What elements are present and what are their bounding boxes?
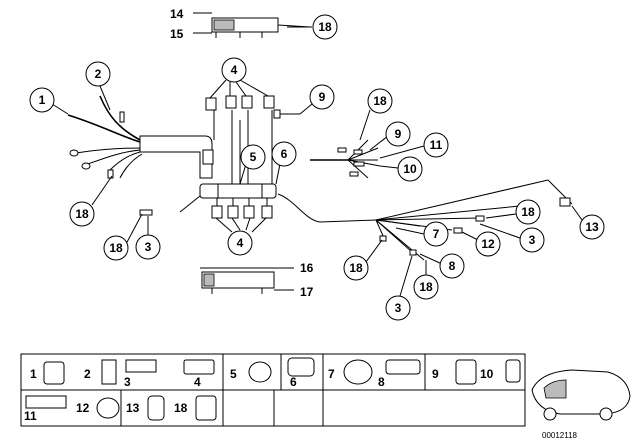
main-harness [67, 95, 300, 219]
svg-text:6: 6 [281, 147, 288, 161]
callout-18-small: 18 [103, 235, 129, 261]
callout-6: 6 [271, 141, 297, 167]
svg-text:18: 18 [109, 241, 123, 255]
label-17: 17 [300, 285, 314, 299]
callout-11: 11 [423, 132, 449, 158]
svg-text:8: 8 [449, 259, 456, 273]
callout-3-bottom: 3 [385, 295, 411, 321]
svg-text:7: 7 [433, 227, 440, 241]
callout-18-top: 18 [312, 14, 338, 40]
svg-text:2: 2 [95, 67, 102, 81]
legend-10: 10 [480, 367, 494, 381]
leader-lines [51, 26, 583, 297]
callout-18-left: 18 [69, 201, 95, 227]
svg-text:1: 1 [39, 93, 46, 107]
label-15: 15 [170, 27, 184, 41]
label-16: 16 [300, 261, 314, 275]
legend-12: 12 [76, 401, 90, 415]
svg-text:3: 3 [529, 233, 536, 247]
legend-7: 7 [328, 367, 335, 381]
callout-18-bl: 18 [343, 255, 369, 281]
legend-4: 4 [194, 375, 201, 389]
legend-8: 8 [378, 375, 385, 389]
legend-table: 1 2 3 4 5 6 7 8 9 10 11 12 13 18 [20, 353, 526, 427]
callout-9-right: 9 [385, 121, 411, 147]
svg-text:4: 4 [231, 63, 238, 77]
callout-4-bottom: 4 [227, 230, 253, 256]
callout-1: 1 [29, 87, 55, 113]
callout-7: 7 [423, 221, 449, 247]
callout-3-br: 3 [519, 227, 545, 253]
callout-12: 12 [475, 231, 501, 257]
svg-text:18: 18 [373, 94, 387, 108]
legend-3: 3 [124, 375, 131, 389]
svg-text:3: 3 [395, 301, 402, 315]
callout-18-bottom: 18 [413, 274, 439, 300]
svg-text:18: 18 [75, 207, 89, 221]
callout-2: 2 [85, 61, 111, 87]
svg-text:18: 18 [521, 205, 535, 219]
callout-5: 5 [240, 144, 266, 170]
svg-text:5: 5 [250, 150, 257, 164]
svg-text:18: 18 [349, 261, 363, 275]
right-top-branch [310, 139, 381, 179]
legend-6: 6 [290, 375, 297, 389]
svg-text:12: 12 [481, 237, 495, 251]
svg-text:10: 10 [403, 162, 417, 176]
callout-18-right-top: 18 [367, 88, 393, 114]
document-id: 00012118 [542, 431, 578, 440]
legend-11: 11 [24, 409, 37, 423]
callout-8: 8 [439, 253, 465, 279]
callout-9-top: 9 [309, 84, 335, 110]
svg-text:18: 18 [318, 20, 332, 34]
part-14-15: 14 15 [170, 7, 311, 41]
car-silhouette [531, 369, 631, 421]
svg-text:9: 9 [319, 90, 326, 104]
legend-18: 18 [174, 401, 188, 415]
svg-text:13: 13 [585, 220, 599, 234]
legend-5: 5 [230, 367, 237, 381]
callouts: 18 4 9 2 1 18 9 11 10 5 6 18 18 3 4 13 1… [29, 14, 605, 321]
legend-1: 1 [30, 367, 37, 381]
svg-text:4: 4 [237, 236, 244, 250]
callout-13: 13 [579, 214, 605, 240]
callout-3-left: 3 [135, 234, 161, 260]
svg-text:9: 9 [395, 127, 402, 141]
part-16-17: 16 17 [200, 261, 314, 299]
svg-text:3: 3 [145, 240, 152, 254]
callout-18-br: 18 [515, 199, 541, 225]
callout-10: 10 [397, 156, 423, 182]
callout-4-top: 4 [221, 57, 247, 83]
svg-text:18: 18 [419, 280, 433, 294]
svg-text:11: 11 [430, 138, 443, 152]
legend-2: 2 [84, 367, 91, 381]
legend-9: 9 [432, 367, 439, 381]
legend-13: 13 [126, 401, 140, 415]
label-14: 14 [170, 7, 184, 21]
lower-right-harness [277, 179, 573, 261]
